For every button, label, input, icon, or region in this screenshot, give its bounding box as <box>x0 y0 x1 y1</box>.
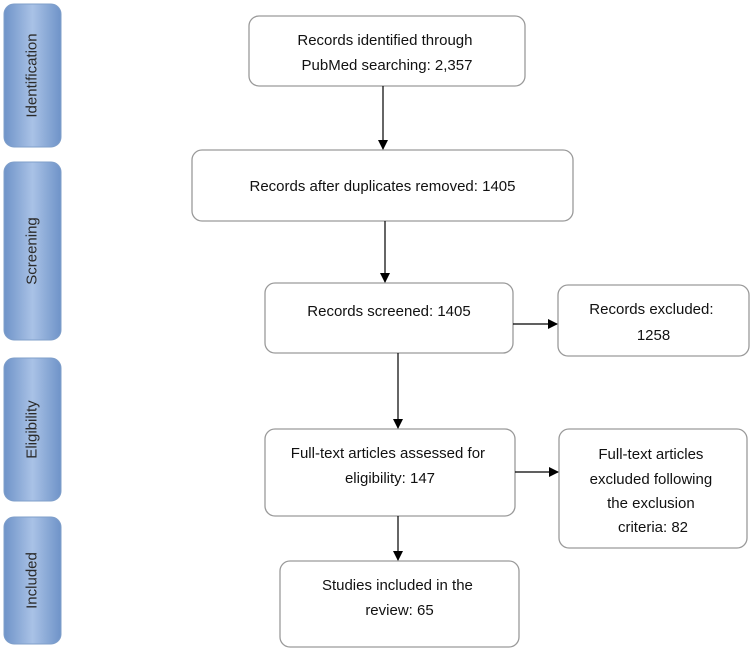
stage-identification-label: Identification <box>23 33 40 117</box>
box-included-studies-line-2: review: 65 <box>365 602 433 619</box>
box-fulltext-excluded-line-1: Full-text articles <box>598 446 703 463</box>
box-fulltext-excluded-line-2: excluded following <box>590 471 713 488</box>
box-fulltext-excluded: Full-text articles excluded following th… <box>558 428 748 549</box>
stage-screening-label: Screening <box>23 217 40 285</box>
box-fulltext-assessed-line-1: Full-text articles assessed for <box>291 445 485 462</box>
box-fulltext-assessed-line-2: eligibility: 147 <box>345 470 435 487</box>
stage-eligibility-label: Eligibility <box>23 400 40 459</box>
box-after-duplicates-line-1: Records after duplicates removed: 1405 <box>250 178 516 195</box>
svg-text:Records screened: 1405: Records screened: 1405 <box>307 303 470 320</box>
svg-text:Records identified through: Records identified through PubMed search… <box>297 32 476 74</box>
svg-text:Records excluded: 1258: Records excluded: 1258 <box>589 301 717 344</box>
stage-included: Included <box>3 516 62 645</box>
box-fulltext-assessed: Full-text articles assessed for eligibil… <box>264 428 516 517</box>
stage-screening: Screening <box>3 161 62 341</box>
svg-text:Studies included in the: Studies included in the review: 65 <box>322 577 477 619</box>
box-records-identified-line-1: Records identified through <box>297 32 472 49</box>
box-records-screened-line-1: Records screened: 1405 <box>307 303 470 320</box>
svg-text:Full-text articles assessed fo: Full-text articles assessed for eligibil… <box>291 445 489 487</box>
box-records-excluded-line-1: Records excluded: <box>589 301 713 318</box>
svg-text:Records after duplicates remov: Records after duplicates removed: 1405 <box>250 178 516 195</box>
stage-included-label: Included <box>23 552 40 609</box>
box-included-studies: Studies included in the review: 65 <box>279 560 520 648</box>
svg-text:Full-text articles exclu: Full-text articles excluded following th… <box>590 446 717 536</box>
box-included-studies-line-1: Studies included in the <box>322 577 473 594</box>
box-records-excluded: Records excluded: 1258 <box>557 284 750 357</box>
box-records-identified: Records identified through PubMed search… <box>248 15 526 87</box>
box-records-screened: Records screened: 1405 <box>264 282 514 354</box>
stage-eligibility: Eligibility <box>3 357 62 502</box>
box-records-excluded-line-2: 1258 <box>637 327 670 344</box>
box-after-duplicates: Records after duplicates removed: 1405 <box>191 149 574 222</box>
stage-identification: Identification <box>3 3 62 148</box>
box-fulltext-excluded-line-4: criteria: 82 <box>618 519 688 536</box>
box-records-identified-line-2: PubMed searching: 2,357 <box>302 57 473 74</box>
box-fulltext-excluded-line-3: the exclusion <box>607 495 695 512</box>
